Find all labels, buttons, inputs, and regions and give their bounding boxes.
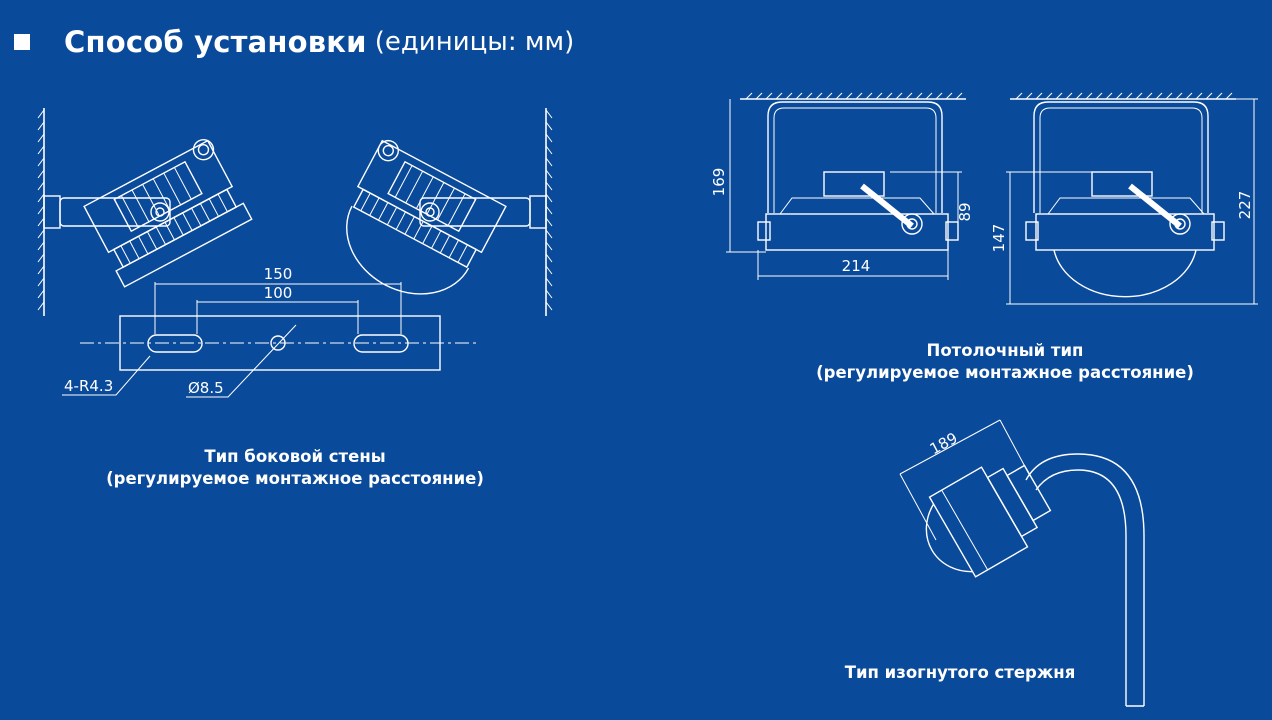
bent-rod-drawing bbox=[899, 419, 1145, 707]
dim-150: 150 bbox=[264, 265, 293, 283]
dim-89: 89 bbox=[956, 202, 974, 221]
units-note: (единицы: мм) bbox=[374, 27, 575, 57]
page-title: Способ установки bbox=[64, 25, 367, 59]
side-wall-caption-title: Тип боковой стены bbox=[204, 447, 386, 466]
square-bullet-icon bbox=[14, 34, 30, 50]
ceiling-caption-title: Потолочный тип bbox=[926, 341, 1084, 360]
side-wall-caption-note: (регулируемое монтажное расстояние) bbox=[106, 469, 484, 488]
dim-189: 189 bbox=[927, 429, 961, 458]
ceiling-drawing bbox=[726, 92, 1258, 305]
side-wall-drawing bbox=[37, 108, 553, 398]
bent-rod-caption: Тип изогнутого стержня bbox=[844, 663, 1076, 682]
page-header: Способ установки (единицы: мм) bbox=[14, 22, 574, 62]
dim-147: 147 bbox=[990, 224, 1008, 253]
dim-slots: 4-R4.3 bbox=[64, 377, 113, 395]
dim-hole: Ø8.5 bbox=[188, 379, 224, 397]
side-wall-caption: Тип боковой стены (регулируемое монтажно… bbox=[40, 446, 550, 490]
dim-227: 227 bbox=[1236, 191, 1254, 220]
dim-100: 100 bbox=[264, 284, 293, 302]
ceiling-caption-note: (регулируемое монтажное расстояние) bbox=[816, 363, 1194, 382]
dim-214: 214 bbox=[842, 257, 871, 275]
ceiling-caption: Потолочный тип (регулируемое монтажное р… bbox=[740, 340, 1270, 384]
dim-169: 169 bbox=[710, 168, 728, 197]
